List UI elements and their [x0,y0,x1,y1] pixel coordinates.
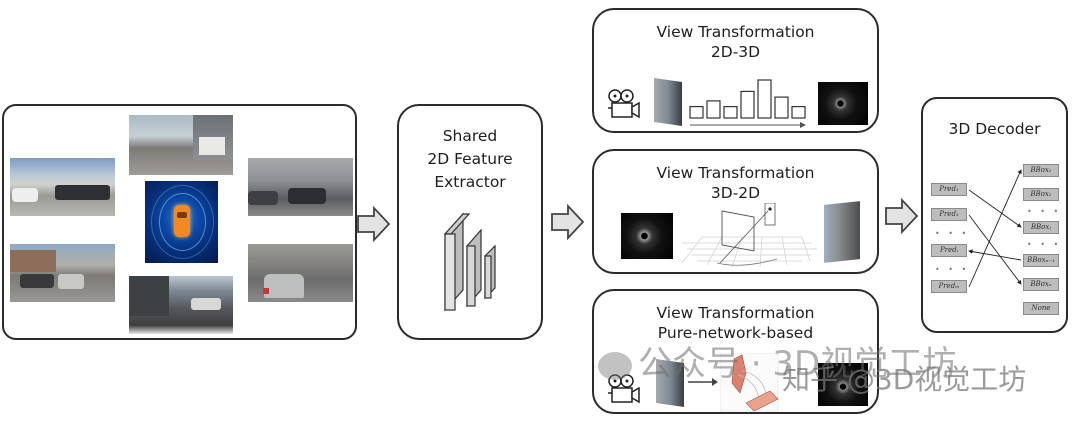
depth-bin [706,100,721,119]
view-transformation-3d-2d-panel: View Transformation 3D-2D [592,149,879,274]
camera-image-front [129,115,233,175]
vt2-subtitle: 3D-2D [710,184,761,202]
depth-bin [757,79,772,119]
flow-arrow-input-to-extractor [357,205,391,243]
depth-bin [791,105,806,119]
prediction-ellipsis: • • • [935,265,970,274]
camera-image-back-right [248,244,353,302]
vt3-subtitle: Pure-network-based [657,324,814,342]
flow-arrow-extractor-to-view-transform [551,203,585,241]
depth-bin [740,90,755,119]
depth-bin [774,96,789,119]
prediction-ellipsis: • • • [935,229,970,238]
vt1-subtitle: 2D-3D [710,43,761,61]
extractor-title-line1: Shared [442,127,498,145]
camera-image-back-left [10,244,115,302]
extractor-title-line2: 2D Feature [427,150,513,168]
3d-decoder-panel: 3D Decoder Pred₁ Pred₂ • • • Predᵢ • • •… [921,97,1068,333]
camera-icon [608,89,640,119]
image-plane-output [824,201,860,263]
prediction-item: Pred₁ [931,183,967,196]
decoder-title: 3D Decoder [948,120,1041,138]
bbox-ellipsis: • • • [1027,240,1062,249]
bbox-item: BBox₂ [1023,188,1059,201]
view-transformation-network-panel: View Transformation Pure-network-based [592,289,879,414]
prediction-item: Predₘ [931,280,967,293]
network-lifting-illustration [720,353,779,412]
depth-bin [723,105,738,119]
flow-arrow-small [688,378,718,386]
bbox-ellipsis: • • • [1027,207,1062,216]
input-cameras-panel [2,104,357,340]
bev-point-cloud-output [818,363,868,406]
hungarian-matching-lines [968,169,1022,288]
match-line [968,214,1022,285]
bbox-item: BBoxⱼ [1023,221,1059,234]
bbox-item: None [1023,302,1059,315]
depth-bin [689,105,704,119]
camera-image-front-right [248,158,353,216]
view-transformation-2d-3d-panel: View Transformation 2D-3D [592,8,879,133]
extractor-title-line3: Extractor [434,173,506,191]
cnn-layers-icon [443,212,496,312]
zhihu-watermark: 知乎 @3D视觉工坊 [782,363,1027,396]
match-line [968,169,1022,288]
depth-axis-arrowhead [800,122,806,128]
prediction-item: Pred₂ [931,208,967,221]
bev-point-cloud-output [818,82,868,125]
bbox-item: BBoxₙ [1023,278,1059,291]
depth-distribution-bins [689,79,806,128]
camera-icon [608,374,640,404]
vt3-title: View Transformation [656,304,815,322]
flow-arrow-view-transform-to-decoder [885,197,919,235]
image-plane-thumbnail [654,78,682,126]
vt1-title: View Transformation [656,23,815,41]
camera-image-back [129,276,233,334]
bev-point-cloud-input [621,213,673,259]
vt2-title: View Transformation [656,164,815,182]
projection-geometry-illustration [682,203,817,268]
bbox-item: BBoxₙ₋₁ [1023,254,1059,267]
match-line [968,189,1022,228]
shared-feature-extractor-panel: Shared 2D Feature Extractor [397,104,543,340]
prediction-item: Predᵢ [931,244,967,257]
bbox-item: BBox₁ [1023,164,1059,177]
car-icon [174,205,190,237]
ego-vehicle-sensor-image [145,181,218,263]
image-plane-thumbnail [656,359,684,407]
camera-image-front-left [10,158,115,216]
match-line [968,249,1022,261]
